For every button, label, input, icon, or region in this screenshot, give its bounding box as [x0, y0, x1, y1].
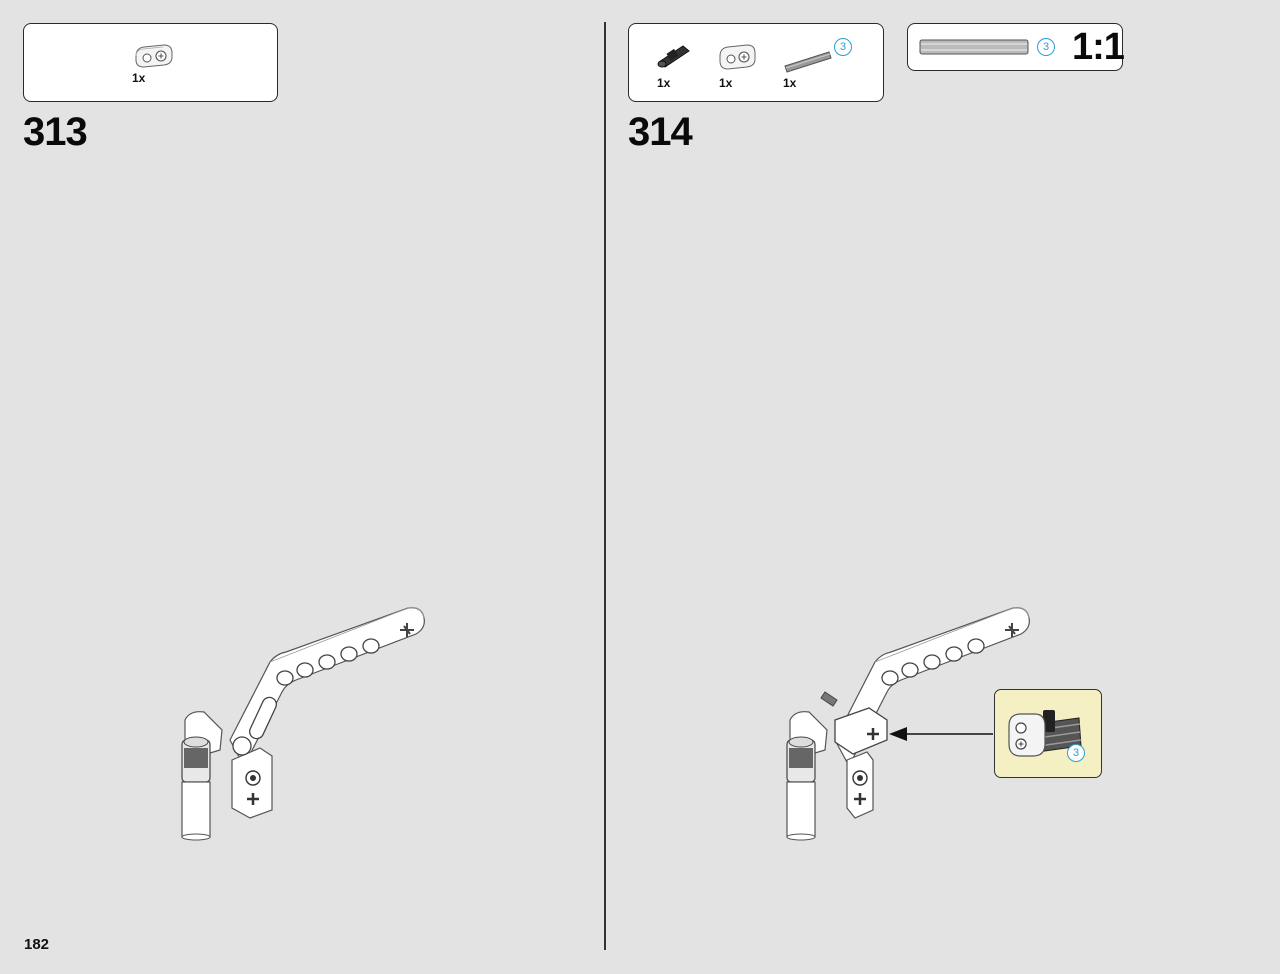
axle-scale-icon: [919, 39, 1029, 55]
step-number: 313: [23, 110, 88, 154]
part-qty: 1x: [783, 76, 797, 90]
part-qty: 1x: [132, 71, 146, 85]
sub-assembly-callout: 3: [994, 689, 1102, 778]
part-qty: 1x: [657, 76, 671, 90]
part-qty: 1x: [719, 76, 733, 90]
scale-ruler-box: 3 1:1: [907, 23, 1125, 71]
page-number: 182: [24, 936, 50, 953]
assembly-illustration-313: [181, 607, 425, 841]
step-number: 314: [628, 110, 693, 154]
connector-block-icon: [135, 44, 173, 68]
page-divider: [604, 22, 606, 950]
connector-with-axle-icon: [1008, 710, 1082, 757]
scale-length-badge: 3: [1037, 38, 1055, 56]
axle-icon: [784, 51, 832, 73]
callout-length-badge: 3: [1067, 744, 1085, 762]
scale-label: 1:1: [1072, 26, 1125, 68]
axle-length-badge: 3: [834, 38, 852, 56]
pin-connector-icon: [657, 45, 690, 68]
parts-list-box-314: 1x 1x 3 1x: [628, 23, 884, 102]
connector-block-icon: [719, 44, 756, 70]
parts-list-box-313: 1x: [23, 23, 278, 102]
assembly-illustration-314: [786, 607, 1030, 841]
